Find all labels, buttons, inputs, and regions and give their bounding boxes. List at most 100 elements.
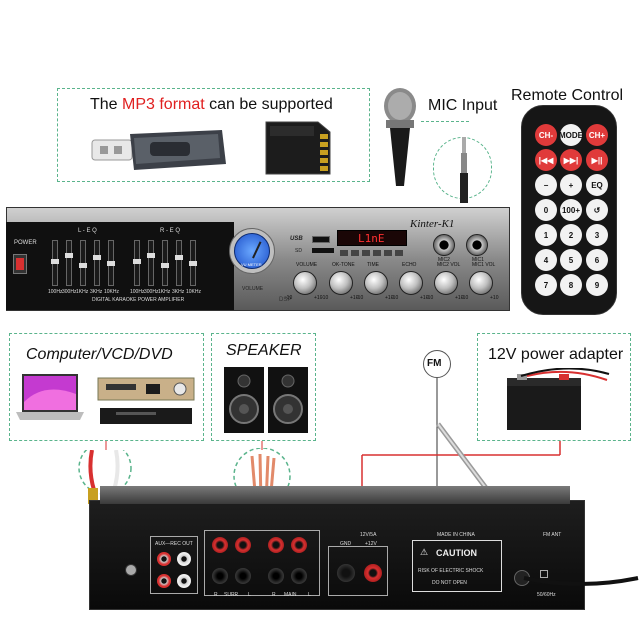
- remote-button-4[interactable]: ▶▶|: [560, 149, 582, 171]
- speaker-terminal-black-3[interactable]: [291, 568, 307, 584]
- knob-max-tick: +10: [490, 295, 499, 301]
- left-eq-slider-3[interactable]: [93, 240, 101, 286]
- knob-time[interactable]: [364, 271, 388, 295]
- remote-button-10[interactable]: 100+: [560, 199, 582, 221]
- right-eq-slider-1[interactable]: [147, 240, 155, 286]
- right-eq-slider-3[interactable]: [175, 240, 183, 286]
- speaker-terminal-black-0[interactable]: [212, 568, 228, 584]
- left-eq-slider-2[interactable]: [79, 240, 87, 286]
- remote-button-15[interactable]: 4: [535, 249, 557, 271]
- eq-frequency-label: 1KHz: [76, 289, 89, 295]
- laptop-image: [16, 374, 84, 420]
- speaker-terminal-red-2[interactable]: [268, 537, 284, 553]
- computer-source-label: Computer/VCD/DVD: [26, 346, 173, 363]
- sd-card-slot[interactable]: [312, 248, 334, 253]
- remote-button-0[interactable]: CH-: [535, 124, 557, 146]
- remote-button-20[interactable]: 9: [586, 274, 608, 296]
- remote-button-11[interactable]: ↺: [586, 199, 608, 221]
- remote-button-12[interactable]: 1: [535, 224, 557, 246]
- v12-label: +12V: [365, 541, 377, 547]
- mic-plug-image: [460, 137, 468, 203]
- knob-volume[interactable]: [293, 271, 317, 295]
- remote-control-label: Remote Control: [511, 87, 624, 104]
- speaker-terminal-red-3[interactable]: [291, 537, 307, 553]
- speaker-terminal-red-0[interactable]: [212, 537, 228, 553]
- knob-label-5: MIC1 VOL: [472, 262, 496, 268]
- surr-label: SURR: [224, 592, 239, 598]
- remote-button-9[interactable]: 0: [535, 199, 557, 221]
- knob-mic2-vol[interactable]: [434, 271, 458, 295]
- brand-model: -K1: [437, 218, 455, 230]
- eq-slider-thumb[interactable]: [133, 259, 141, 264]
- sd-card-image: [265, 121, 331, 175]
- eq-frequency-label: 1KHz: [158, 289, 171, 295]
- gnd-terminal[interactable]: [337, 564, 355, 582]
- knob-echo[interactable]: [399, 271, 423, 295]
- remote-button-6[interactable]: −: [535, 174, 557, 196]
- power-switch[interactable]: [13, 254, 27, 274]
- power-label: POWER: [14, 240, 37, 246]
- right-eq-slider-4[interactable]: [189, 240, 197, 286]
- remote-button-3[interactable]: |◀◀: [535, 149, 557, 171]
- left-eq-slider-1[interactable]: [65, 240, 73, 286]
- knob-label-2: TIME: [367, 262, 379, 268]
- knob-label-1: OK-TONE: [332, 262, 355, 268]
- surr-l-label: L: [248, 592, 251, 598]
- remote-button-5[interactable]: ▶||: [586, 149, 608, 171]
- remote-button-16[interactable]: 5: [560, 249, 582, 271]
- remote-button-7[interactable]: +: [560, 174, 582, 196]
- right-eq-slider-0[interactable]: [133, 240, 141, 286]
- amplifier-left-black-panel: [6, 222, 234, 310]
- led-display-buttons[interactable]: [340, 250, 404, 256]
- remote-button-14[interactable]: 3: [586, 224, 608, 246]
- eq-slider-thumb[interactable]: [147, 253, 155, 258]
- eq-slider-thumb[interactable]: [175, 255, 183, 260]
- eq-slider-thumb[interactable]: [93, 255, 101, 260]
- remote-button-8[interactable]: EQ: [586, 174, 608, 196]
- aux-jack-white[interactable]: [177, 552, 191, 566]
- gnd-label: GND: [340, 541, 352, 547]
- eq-slider-thumb[interactable]: [51, 259, 59, 264]
- speaker-terminal-red-1[interactable]: [235, 537, 251, 553]
- mic-input-label: MIC Input: [428, 97, 498, 114]
- right-eq-slider-2[interactable]: [161, 240, 169, 286]
- eq-frequency-label: 100Hz: [48, 289, 63, 295]
- mic1-jack[interactable]: [466, 234, 488, 256]
- speaker-terminal-black-2[interactable]: [268, 568, 284, 584]
- remote-button-2[interactable]: CH+: [586, 124, 608, 146]
- eq-slider-thumb[interactable]: [79, 263, 87, 268]
- rec-jack-white[interactable]: [177, 574, 191, 588]
- power-switch-rocker: [16, 258, 24, 270]
- eq-slider-thumb[interactable]: [161, 263, 169, 268]
- usb-port[interactable]: [312, 236, 330, 243]
- remote-button-13[interactable]: 2: [560, 224, 582, 246]
- power-adapter-label: 12V power adapter: [488, 346, 624, 363]
- remote-button-18[interactable]: 7: [535, 274, 557, 296]
- knob-mic1-vol[interactable]: [469, 271, 493, 295]
- eq-frequency-label: 300Hz: [62, 289, 77, 295]
- left-eq-slider-4[interactable]: [107, 240, 115, 286]
- speaker-box: [211, 333, 316, 441]
- remote-button-17[interactable]: 6: [586, 249, 608, 271]
- aux-jack-red[interactable]: [157, 552, 171, 566]
- amplifier-back-panel: [89, 500, 585, 610]
- aux-label: AUX—REC OUT: [155, 541, 193, 547]
- remote-button-19[interactable]: 8: [560, 274, 582, 296]
- mp3-support-box: [57, 88, 370, 182]
- main-label: MAIN: [284, 592, 297, 598]
- eq-slider-thumb[interactable]: [107, 261, 115, 266]
- knob-min-tick: -10: [391, 295, 399, 301]
- speaker-terminal-black-1[interactable]: [235, 568, 251, 584]
- mic2-jack[interactable]: [433, 234, 455, 256]
- rec-jack-red[interactable]: [157, 574, 171, 588]
- eq-slider-thumb[interactable]: [189, 261, 197, 266]
- rec-out-label-text: REC OUT: [170, 541, 193, 547]
- fm-badge: [423, 350, 451, 378]
- power-cord-strain: [540, 570, 548, 578]
- remote-button-1[interactable]: MODE: [559, 124, 583, 146]
- left-eq-slider-0[interactable]: [51, 240, 59, 286]
- v12-terminal[interactable]: [364, 564, 382, 582]
- knob-ok-tone[interactable]: [329, 271, 353, 295]
- eq-slider-thumb[interactable]: [65, 253, 73, 258]
- speaker-label: SPEAKER: [226, 342, 302, 359]
